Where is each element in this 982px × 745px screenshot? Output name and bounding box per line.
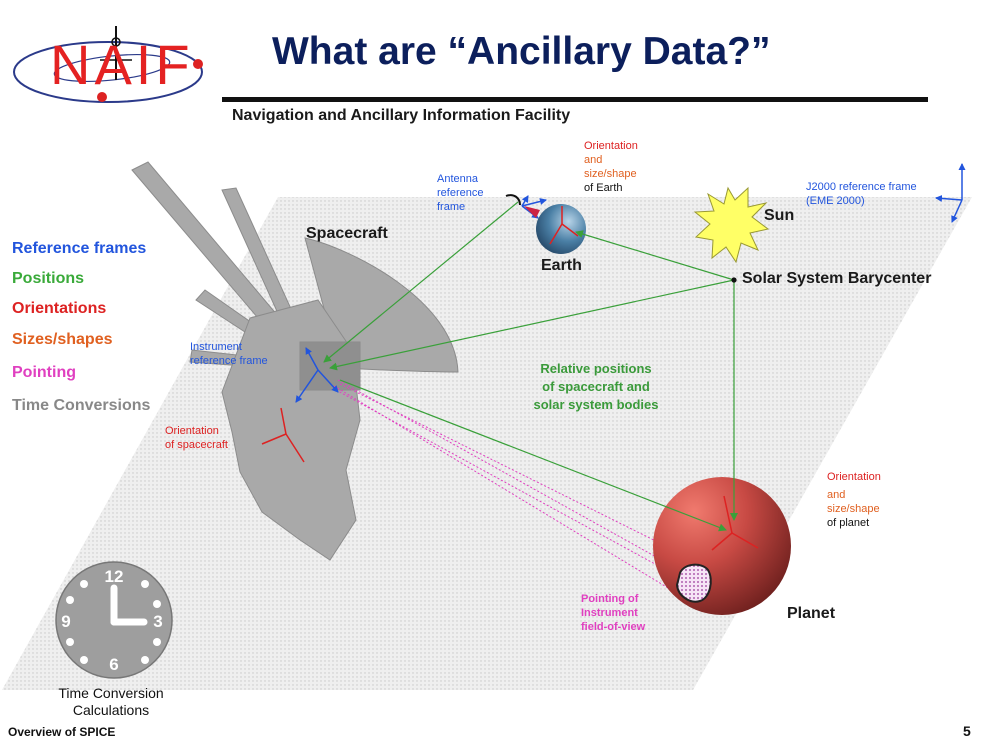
- instrument-fov-lines: [333, 379, 711, 601]
- planet-globe: [653, 477, 791, 615]
- page-title: What are “Ancillary Data?”: [272, 30, 771, 73]
- page-subtitle: Navigation and Ancillary Information Fac…: [232, 107, 571, 124]
- naif-logo-text: NAIF: [50, 33, 194, 96]
- earth-globe: [536, 204, 586, 254]
- legend-orientations: Orientations: [12, 300, 107, 317]
- legend-pointing: Pointing: [12, 364, 76, 381]
- pointing-label: Pointing of Instrument field-of-view: [581, 593, 646, 633]
- page-number: 5: [963, 723, 971, 739]
- instrument-frame-axes: [295, 347, 339, 403]
- clock-number-6: 6: [109, 655, 118, 674]
- time-conversion-clock: [55, 561, 173, 679]
- sun-star: [693, 186, 770, 264]
- position-vectors: [323, 201, 738, 532]
- clock-number-12: 12: [105, 567, 124, 586]
- legend-time-conversions: Time Conversions: [12, 397, 151, 414]
- planet-orientation-axes: [711, 495, 759, 551]
- antenna-frame-axes: [505, 194, 547, 219]
- earth-orientation-axes: [549, 206, 579, 245]
- spacecraft-silhouette: [131, 161, 459, 561]
- planet-label: Planet: [787, 605, 836, 622]
- legend-reference-frames: Reference frames: [12, 240, 147, 257]
- clock-number-3: 3: [153, 612, 162, 631]
- earth-label: Earth: [541, 257, 582, 274]
- instrument-footprint: [675, 563, 712, 603]
- spacecraft-orientation-label: Orientation of spacecraft: [165, 425, 228, 451]
- j2000-frame-axes: [935, 163, 966, 223]
- spacecraft-label: Spacecraft: [306, 225, 388, 242]
- barycenter-label: Solar System Barycenter: [742, 270, 932, 287]
- earth-orientation-label: Orientation and size/shape of Earth: [584, 140, 638, 194]
- antenna-frame-label: Antenna reference frame: [437, 173, 484, 213]
- title-underline: [222, 97, 928, 102]
- legend-sizes-shapes: Sizes/shapes: [12, 331, 113, 348]
- legend-positions: Positions: [12, 270, 85, 287]
- planet-orientation-label: Orientation and size/shape of planet: [827, 471, 881, 529]
- relative-positions-label: Relative positions of spacecraft and sol…: [533, 361, 659, 412]
- barycenter-dot: [731, 277, 737, 283]
- footer-text: Overview of SPICE: [8, 725, 116, 739]
- sun-label: Sun: [764, 207, 795, 224]
- j2000-label: J2000 reference frame (EME 2000): [806, 181, 917, 207]
- instrument-frame-label: Instrument reference frame: [190, 341, 268, 367]
- clock-caption: Time Conversion Calculations: [58, 685, 164, 718]
- naif-logo: [13, 26, 203, 103]
- clock-number-9: 9: [61, 612, 70, 631]
- spacecraft-orientation-axes: [261, 407, 305, 463]
